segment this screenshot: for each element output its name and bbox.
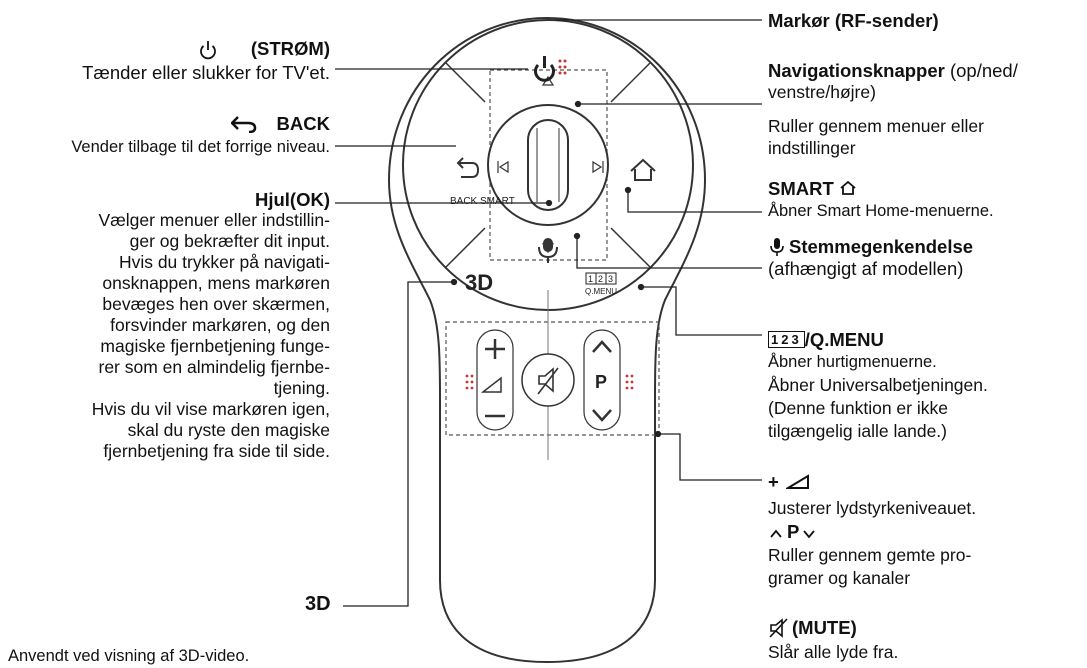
remote-3d-label[interactable]: 3D: [465, 270, 493, 295]
remote-qmenu-icon[interactable]: 1 2 3 Q.MENU: [585, 272, 617, 296]
remote-power-icon[interactable]: [534, 56, 567, 82]
wheel-line: fjernbetjening fra side til side.: [103, 441, 330, 461]
wheel-line: magiske fjernbetjening funge-: [100, 336, 330, 356]
mute-desc: Slår alle lyde fra.: [768, 642, 899, 662]
wheel-title: Hjul(OK): [254, 189, 330, 210]
remote-home-icon[interactable]: [630, 158, 656, 181]
remote-p-label: P: [595, 372, 607, 392]
wheel-line: forsvinder markøren, og den: [110, 315, 330, 335]
smart-title: SMART: [768, 178, 834, 199]
qmenu-title: /Q.MENU: [804, 329, 884, 350]
remote-mute-icon: [537, 367, 559, 395]
svg-text:1: 1: [588, 274, 593, 284]
remote-back-icon[interactable]: [456, 157, 480, 178]
mute-title: (MUTE): [792, 617, 857, 638]
qmenu-line: (Denne funktion er ikke: [768, 398, 948, 418]
threed-desc: Anvendt ved visning af 3D-video.: [8, 647, 250, 665]
remote-back-label: BACK: [450, 196, 478, 207]
wheel-line: Hvis du trykker på navigati-: [118, 252, 330, 272]
volume-desc: Justerer lydstyrkeniveauet.: [768, 498, 977, 518]
wheel-line: skal du ryste den magiske: [127, 420, 330, 440]
back-arrow-icon: [231, 116, 257, 133]
rockers-dashed-box: [445, 321, 660, 436]
qmenu-heading: 123/Q.MENU: [768, 329, 884, 350]
voice-desc: (afhængigt af modellen): [768, 258, 964, 279]
svg-text:Q.MENU: Q.MENU: [585, 287, 617, 296]
nav-title: Navigationsknapper: [768, 60, 945, 81]
qmenu-line: Åbner Universalbetjeningen.: [768, 375, 988, 395]
program-rocker[interactable]: [583, 329, 621, 431]
callout-lines: [335, 19, 762, 607]
pointer-title: Markør (RF-sender): [768, 10, 939, 31]
back-desc: Vender tilbage til det forrige niveau.: [71, 138, 330, 156]
qmenu-nums: 123: [768, 331, 805, 348]
wheel-body: [527, 119, 569, 211]
wheel-line: bevæges hen over skærmen,: [102, 294, 330, 314]
wheel-line: tjening.: [273, 378, 330, 398]
home-icon: [840, 181, 856, 195]
power-title: (STRØM): [250, 38, 330, 59]
chevron-down-icon: [803, 530, 815, 539]
voice-title: Stemmegenkendelse: [789, 236, 974, 257]
nav-divider-se: [610, 227, 652, 269]
threed-title: 3D: [305, 593, 331, 615]
nav-line3: Ruller gennem menuer eller: [768, 116, 984, 136]
nav-divider-sw: [444, 227, 486, 269]
volume-rocker[interactable]: [476, 329, 514, 431]
qmenu-line: Åbner hurtigmenuerne.: [768, 353, 937, 371]
nav-line4: indstillinger: [768, 138, 856, 158]
back-title: BACK: [276, 113, 330, 134]
wheel-line: Hvis du vil vise markøren igen,: [91, 399, 330, 419]
svg-text:3: 3: [608, 274, 613, 284]
volume-icon: [786, 474, 809, 489]
nav-right-icon[interactable]: [592, 160, 603, 174]
qmenu-line: tilgængelig ialle lande.): [768, 421, 947, 441]
program-line: Ruller gennem gemte pro-: [768, 545, 972, 565]
volume-title: +: [768, 471, 779, 492]
power-icon: [200, 41, 216, 60]
svg-text:2: 2: [598, 274, 603, 284]
wheel-line: rer som en almindelig fjernbe-: [98, 357, 331, 377]
mic-icon: [770, 238, 784, 256]
nav-left-icon[interactable]: [498, 160, 509, 174]
wheel-line: ger og bekræfter dit input.: [129, 231, 330, 251]
mute-icon: [769, 618, 788, 638]
nav-divider-ne: [610, 61, 652, 103]
nav-title-suffix: (op/ned/: [944, 60, 1018, 81]
nav-line2: venstre/højre): [768, 82, 876, 102]
remote-smart-label: SMART: [480, 196, 515, 207]
nav-heading: Navigationsknapper (op/ned/: [768, 60, 1018, 81]
power-desc: Tænder eller slukker for TV'et.: [82, 62, 330, 83]
wheel-line: onsknappen, mens markøren: [102, 273, 330, 293]
smart-desc: Åbner Smart Home-menuerne.: [768, 202, 994, 220]
program-title: P: [787, 521, 800, 542]
chevron-up-icon: [770, 529, 782, 538]
program-line: gramer og kanaler: [768, 568, 911, 588]
remote-mic-icon[interactable]: [538, 238, 558, 263]
wheel-line: Vælger menuer eller indstillin-: [98, 210, 330, 230]
